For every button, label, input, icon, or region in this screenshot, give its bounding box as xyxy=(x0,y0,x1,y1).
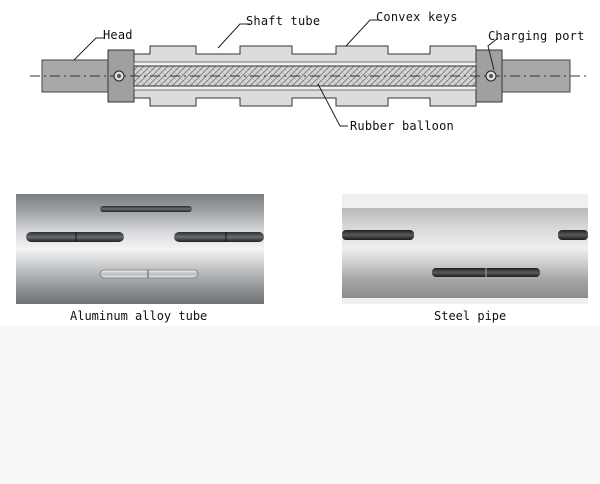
leader-charging-port xyxy=(487,37,499,71)
leader-head xyxy=(73,37,104,61)
slot xyxy=(99,269,199,279)
slot xyxy=(558,230,588,240)
shaft-diagram xyxy=(30,19,590,127)
leader-shaft-tube xyxy=(217,23,250,49)
caption-steel-pipe: Steel pipe xyxy=(434,309,507,323)
slot xyxy=(100,206,192,212)
blank-region xyxy=(0,326,600,484)
leader-convex-keys xyxy=(345,19,378,47)
label-head: Head xyxy=(103,28,133,42)
label-charging-port: Charging port xyxy=(488,29,585,43)
aluminum-tube-photo xyxy=(16,194,264,304)
slot xyxy=(26,232,124,242)
label-rubber-balloon: Rubber balloon xyxy=(350,119,454,133)
label-shaft-tube: Shaft tube xyxy=(246,14,321,28)
leader-rubber-balloon xyxy=(317,83,348,127)
slot xyxy=(174,232,264,242)
slot xyxy=(342,230,414,240)
caption-aluminum-alloy-tube: Aluminum alloy tube xyxy=(70,309,208,323)
steel-pipe-photo xyxy=(342,194,588,304)
label-convex-keys: Convex keys xyxy=(376,10,458,24)
